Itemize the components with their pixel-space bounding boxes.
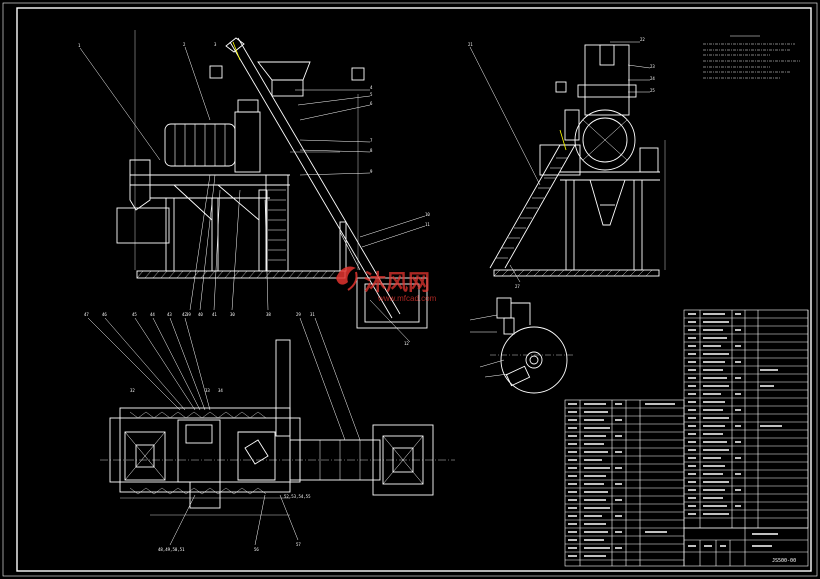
callout-7: 7 <box>370 138 373 143</box>
callout-2: 2 <box>183 42 186 47</box>
callout-39: 39 <box>186 312 191 317</box>
callout-4: 4 <box>370 85 373 90</box>
parts-list-left <box>564 399 685 567</box>
title-block <box>683 527 809 567</box>
callout-56: 56 <box>254 547 259 552</box>
side-elevation-view <box>489 44 666 277</box>
callout-57: 57 <box>296 542 301 547</box>
callout-23: 23 <box>650 64 655 69</box>
callout-47: 47 <box>84 312 89 317</box>
callout-34: 34 <box>218 388 223 393</box>
callout-6: 6 <box>370 101 373 106</box>
callout-24: 24 <box>650 76 655 81</box>
callout-11: 11 <box>425 222 430 227</box>
callout-40: 40 <box>198 312 203 317</box>
callout-10: 10 <box>425 212 430 217</box>
watermark-url: www.mfcad.com <box>377 294 437 303</box>
drawing-number: JS500-00 <box>772 558 796 564</box>
front-leaders <box>79 46 426 343</box>
callout-21: 21 <box>468 42 473 47</box>
callout-46: 46 <box>102 312 107 317</box>
callout-5: 5 <box>370 92 373 97</box>
callout-43: 43 <box>167 312 172 317</box>
watermark-logo: 沐风网 www.mfcad.com <box>336 266 437 303</box>
callout-labels: 1 2 3 4 5 6 7 8 9 10 11 12 39 40 41 30 3… <box>78 37 655 552</box>
callout-22: 22 <box>640 37 645 42</box>
callout-12: 12 <box>404 341 409 346</box>
callout-38: 38 <box>266 312 271 317</box>
callout-29: 29 <box>296 312 301 317</box>
callout-31: 31 <box>310 312 315 317</box>
callout-27: 27 <box>515 284 520 289</box>
yellow-marks <box>232 41 567 151</box>
callout-30: 30 <box>230 312 235 317</box>
technical-notes <box>703 35 800 79</box>
callout-44: 44 <box>150 312 155 317</box>
callout-32: 32 <box>130 388 135 393</box>
parts-list-right-text <box>688 313 782 515</box>
watermark-brand: 沐风网 <box>364 270 430 295</box>
callout-52-55: 52,53,54,55 <box>284 494 311 499</box>
callout-33: 33 <box>205 388 210 393</box>
callout-1: 1 <box>78 43 81 48</box>
callout-41: 41 <box>212 312 217 317</box>
detail-round-view <box>469 297 575 394</box>
callout-3: 3 <box>214 42 217 47</box>
callout-25: 25 <box>650 88 655 93</box>
callout-9: 9 <box>370 169 373 174</box>
callout-48-51: 48,49,50,51 <box>158 547 185 552</box>
callout-45: 45 <box>132 312 137 317</box>
title-block-text <box>688 533 778 547</box>
callout-8: 8 <box>370 148 373 153</box>
callout-42: 42 <box>182 312 187 317</box>
plan-leaders <box>87 317 361 546</box>
parts-list-left-text <box>568 403 675 557</box>
plan-view <box>100 339 455 516</box>
side-leaders <box>469 41 651 283</box>
